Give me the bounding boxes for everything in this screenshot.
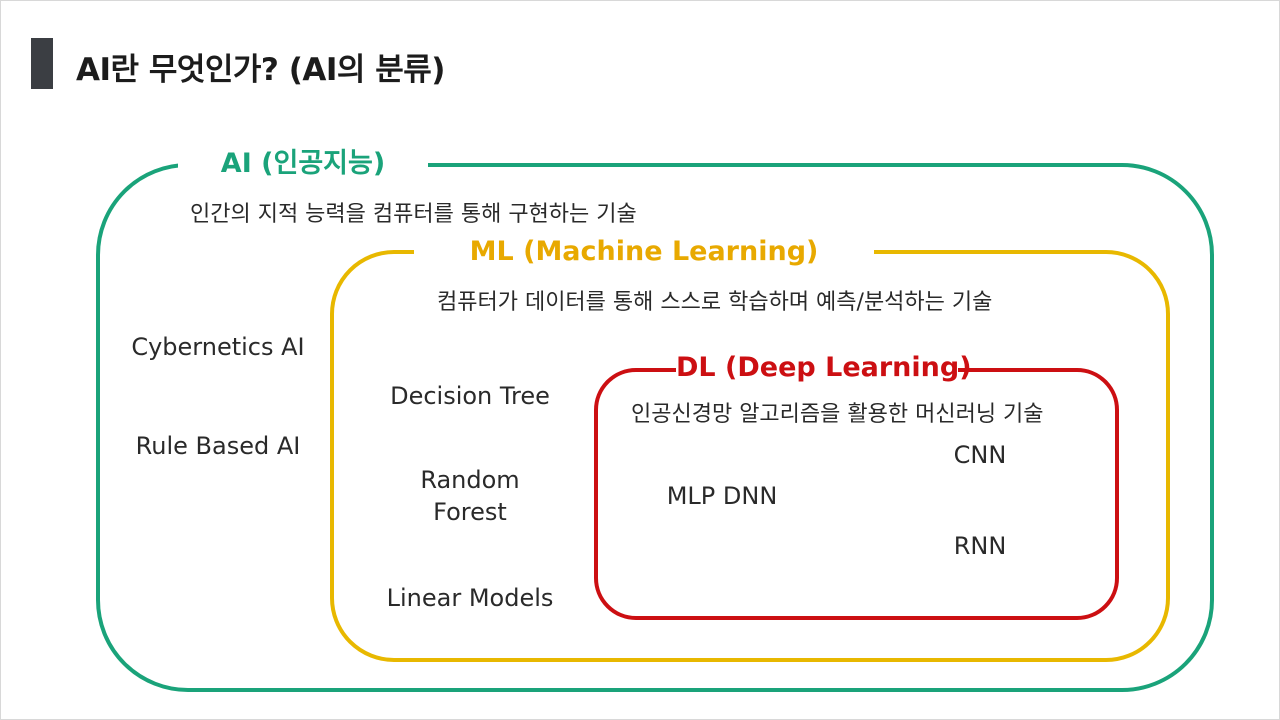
ai-item-cybernetics: Cybernetics AI — [131, 333, 305, 361]
page-title: AI란 무엇인가? (AI의 분류) — [76, 52, 445, 88]
dl-item-mlp-dnn: MLP DNN — [666, 482, 778, 510]
ml-item-linear-models: Linear Models — [386, 584, 554, 612]
ml-region-title: ML (Machine Learning) — [414, 230, 874, 274]
ai-region — [96, 163, 1214, 692]
ai-description: 인간의 지적 능력을 컴퓨터를 통해 구현하는 기술 — [190, 202, 637, 227]
ml-description: 컴퓨터가 데이터를 통해 스스로 학습하며 예측/분석하는 기술 — [437, 290, 993, 315]
title-accent-bar — [31, 38, 53, 89]
ai-item-rule-based: Rule Based AI — [135, 432, 301, 460]
dl-region-title: DL (Deep Learning) — [676, 348, 972, 388]
dl-description: 인공신경망 알고리즘을 활용한 머신러닝 기술 — [631, 402, 1044, 427]
ai-region-title: AI (인공지능) — [178, 144, 428, 184]
dl-item-cnn: CNN — [953, 441, 1007, 469]
dl-item-rnn: RNN — [953, 532, 1007, 560]
ml-item-decision-tree: Decision Tree — [390, 382, 550, 410]
